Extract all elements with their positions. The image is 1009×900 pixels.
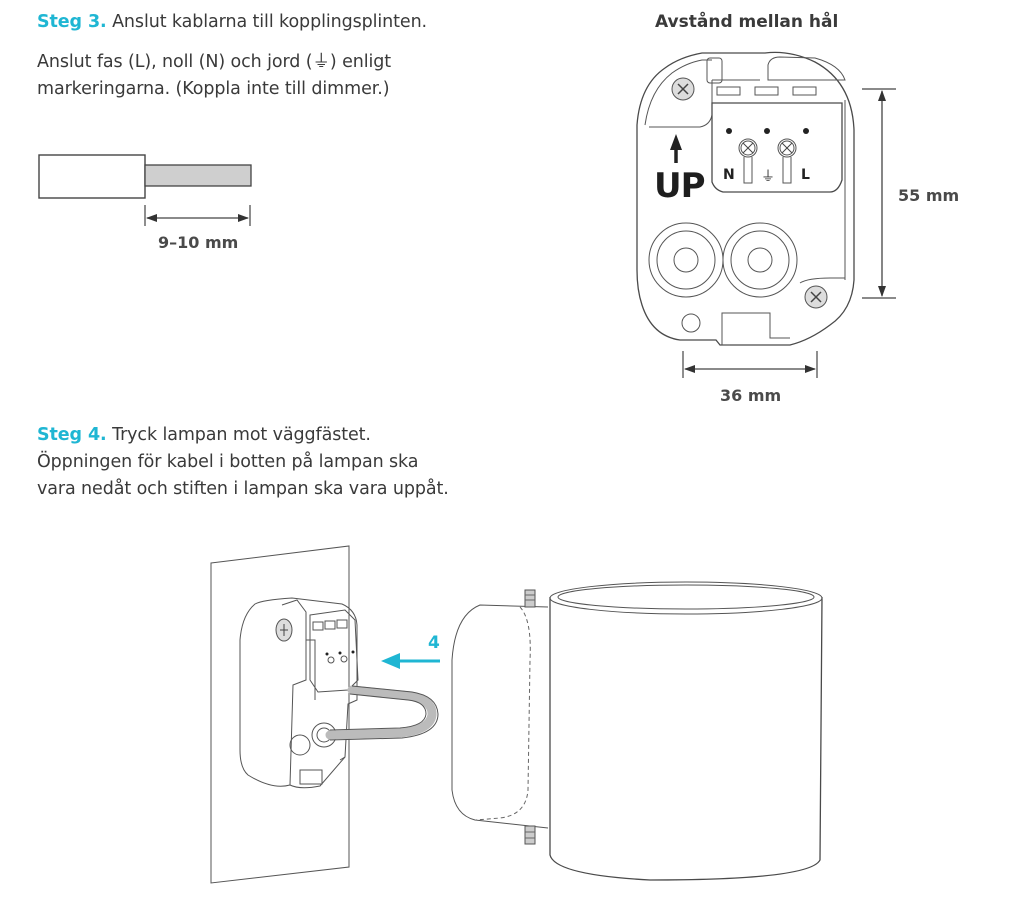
bracket-screw-icon xyxy=(275,618,293,642)
terminal-screw-right xyxy=(777,138,797,184)
dimension-arrow-right xyxy=(238,214,249,222)
bracket-outline xyxy=(636,51,855,346)
width-dim-arrow-right xyxy=(805,365,816,373)
height-label: 55 mm xyxy=(898,186,960,205)
mount-screw-top-icon xyxy=(671,77,695,101)
hole-distance-title: Avstånd mellan hål xyxy=(655,12,839,32)
vent-slot-2 xyxy=(754,86,779,96)
top-slot-left xyxy=(706,57,723,84)
up-arrow-head xyxy=(670,134,682,150)
wall-bracket-body xyxy=(239,597,358,789)
wall-terminal-block xyxy=(309,609,359,693)
dimension-arrow-left xyxy=(146,214,157,222)
width-label: 36 mm xyxy=(720,386,782,405)
step4-title: Tryck lampan mot väggfästet. xyxy=(112,425,371,445)
terminal-screw-dots xyxy=(726,128,809,134)
width-dim-arrow-left xyxy=(684,365,695,373)
mount-screw-bottom-icon xyxy=(804,285,828,309)
small-hole xyxy=(681,313,701,333)
push-arrow-label: 4 xyxy=(428,633,440,653)
lamp-cylinder-top-rim xyxy=(549,581,823,615)
lamp-pin-top-icon xyxy=(524,589,536,608)
terminal-label-neutral: N xyxy=(723,167,735,183)
cable-outline xyxy=(329,685,439,741)
strip-length-label: 9–10 mm xyxy=(158,233,239,252)
lamp-cylinder xyxy=(549,596,823,881)
step4-label: Steg 4. xyxy=(37,425,107,445)
lamp-cylinder-top-inner xyxy=(557,584,815,610)
step4-instruction-line2: vara nedåt och stiften i lampan ska vara… xyxy=(37,479,449,499)
wall-bracket-front xyxy=(281,599,346,786)
step4-instruction-line1: Öppningen för kabel i botten på lampan s… xyxy=(37,452,419,472)
wall-plate xyxy=(210,545,350,884)
vent-slot-3 xyxy=(792,86,817,96)
step4-heading: Steg 4. Tryck lampan mot väggfästet. xyxy=(37,423,371,447)
step3-heading: Steg 3. Anslut kablarna till kopplingspl… xyxy=(37,10,427,34)
bracket-inner-outline xyxy=(644,59,712,126)
wire-conductor xyxy=(144,164,252,187)
step3-instruction-line2: markeringarna. (Koppla inte till dimmer.… xyxy=(37,79,390,99)
terminal-label-line: L xyxy=(801,167,810,183)
step3-instruction-line1: Anslut fas (L), noll (N) och jord (⏚) en… xyxy=(37,52,392,72)
lamp-back-plate xyxy=(451,604,549,829)
cable-gland-right xyxy=(722,222,798,298)
terminal-screw-left xyxy=(738,138,758,184)
bracket-lower-cutout xyxy=(721,277,845,346)
height-dim-arrow-bottom xyxy=(878,286,886,297)
wall-bracket-bottom-tab xyxy=(299,769,323,785)
cable xyxy=(325,685,437,740)
lamp-plate-hidden-edge xyxy=(475,606,531,821)
step3-title: Anslut kablarna till kopplingsplinten. xyxy=(112,12,428,32)
up-label: UP xyxy=(654,166,706,206)
terminal-label-earth: ⏚ xyxy=(761,169,775,185)
step3-label: Steg 3. xyxy=(37,12,107,32)
terminal-block xyxy=(711,102,843,193)
top-slot-right xyxy=(767,56,846,81)
lamp-pin-bottom-icon xyxy=(524,825,536,845)
height-dim-arrow-top xyxy=(878,90,886,101)
vent-slot-1 xyxy=(716,86,741,96)
push-arrow-head xyxy=(381,653,400,669)
